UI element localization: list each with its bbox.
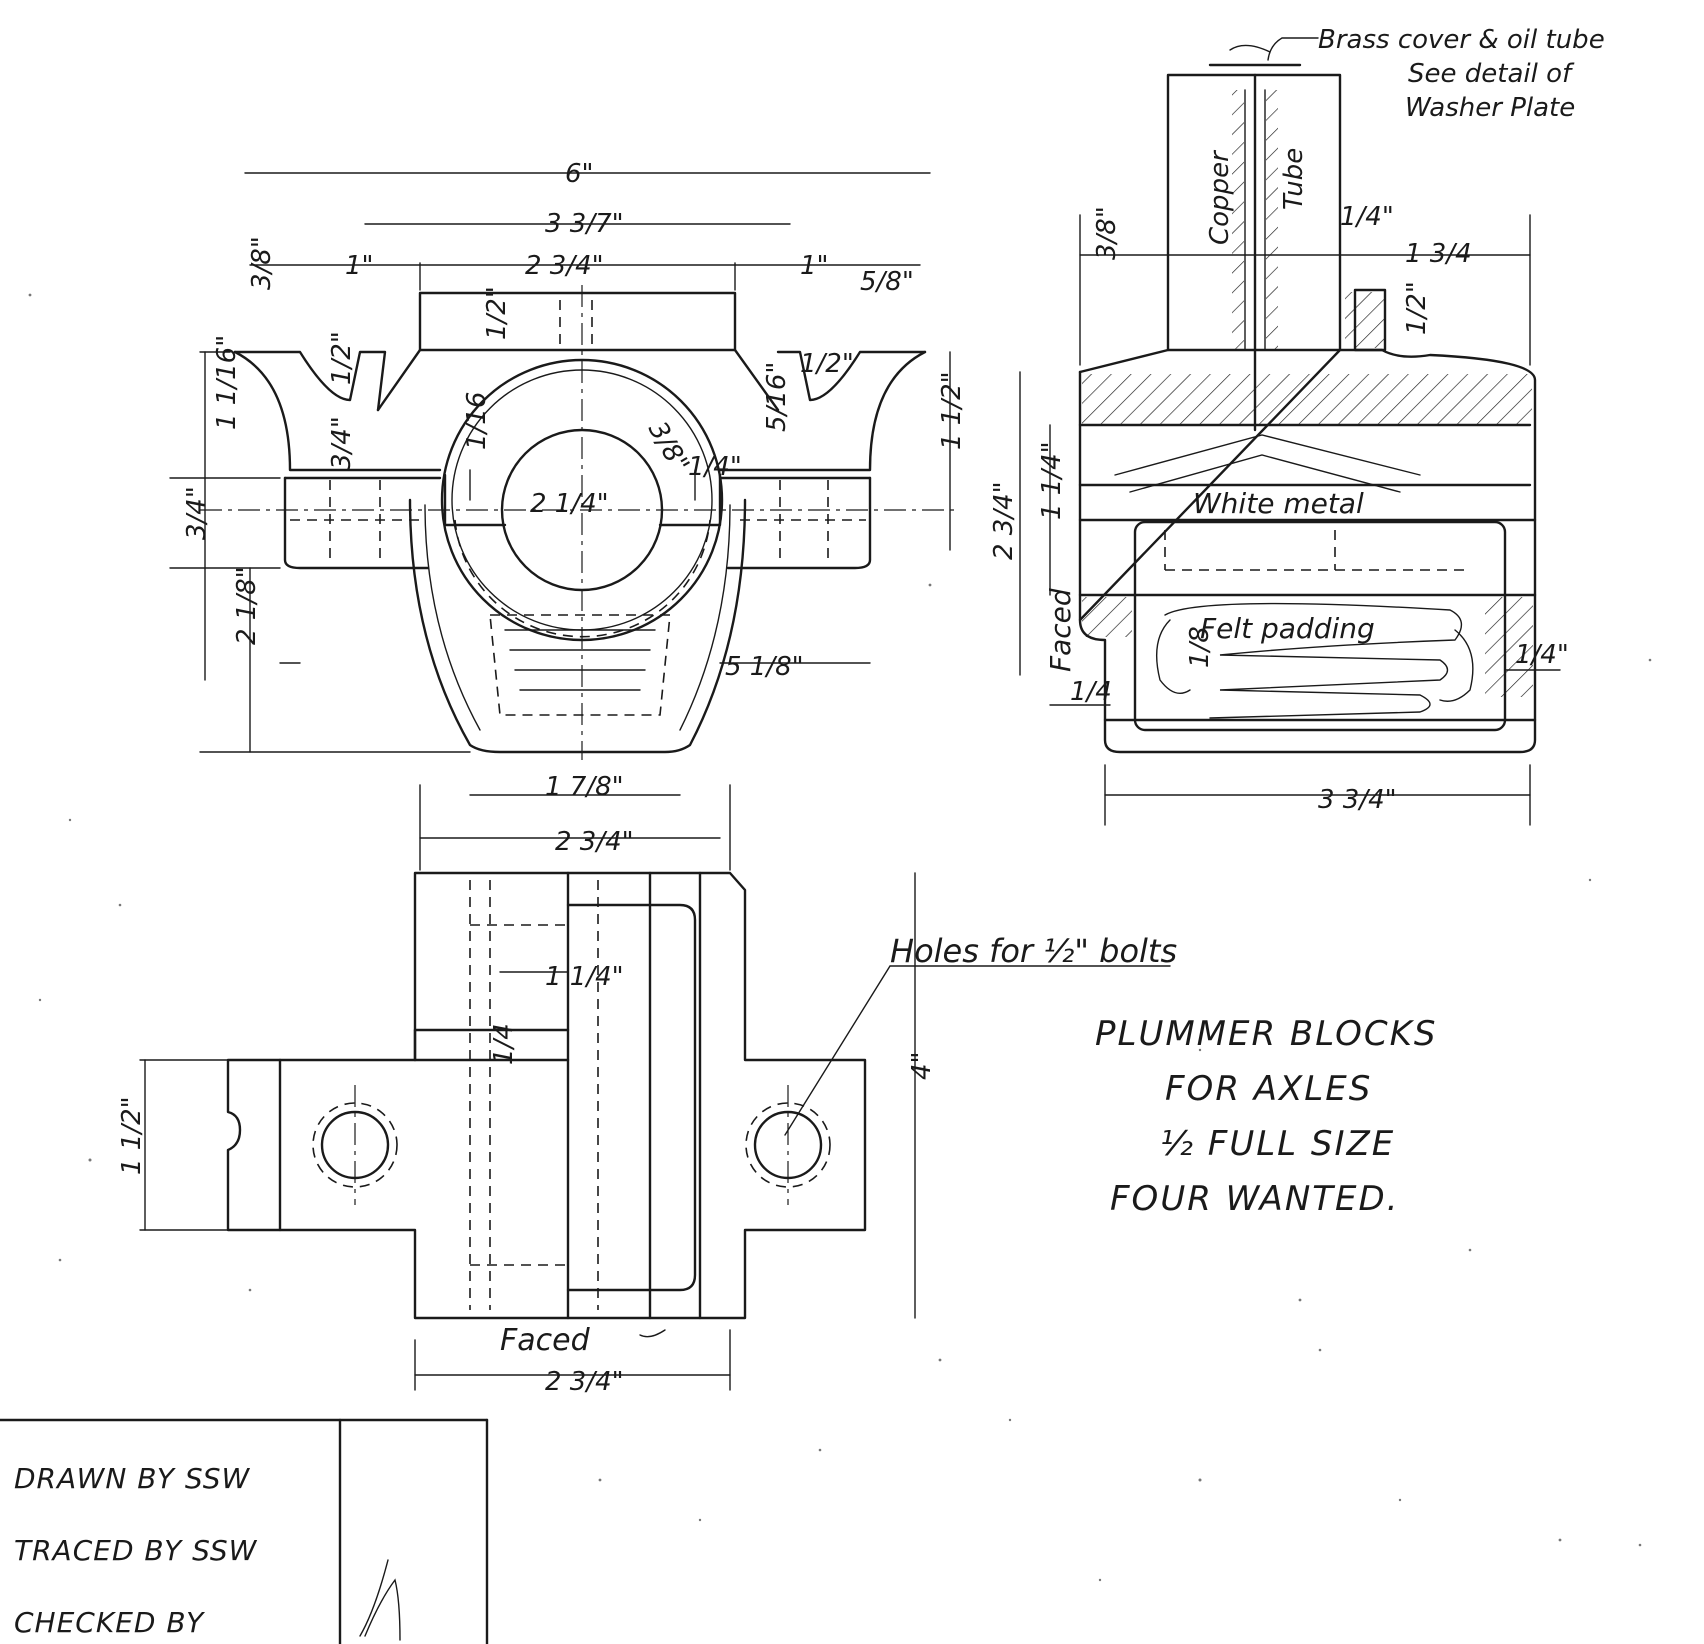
dim-front-left-flange: 1" bbox=[345, 251, 374, 281]
dim-front-right-tiny: 1/4" bbox=[688, 452, 742, 482]
dim-front-cap-height: 1/2" bbox=[482, 286, 512, 340]
traced-by: TRACED BY SSW bbox=[14, 1534, 258, 1567]
dim-front-left-small: 3/8" bbox=[247, 236, 277, 290]
dim-side-right-top: 1 3/4 bbox=[1405, 239, 1472, 269]
tube-label: Tube bbox=[1279, 148, 1309, 210]
dim-plan-height: 4" bbox=[907, 1051, 937, 1080]
felt-padding-label: Felt padding bbox=[1200, 612, 1375, 645]
bottom-faced-label: Faced bbox=[500, 1323, 591, 1358]
dim-front-left-step: 1/2" bbox=[327, 331, 357, 385]
dim-front-right-small: 5/8" bbox=[860, 267, 914, 297]
front-elevation-view bbox=[169, 172, 960, 871]
dim-side-tube-width: 1/4" bbox=[1340, 202, 1394, 232]
dim-side-left-height2: 1 1/4" bbox=[1037, 441, 1067, 520]
dim-front-base-span: 3 3/7" bbox=[545, 209, 624, 239]
copper-label: Copper bbox=[1205, 149, 1235, 245]
drawn-by: DRAWN BY SSW bbox=[14, 1462, 250, 1495]
dim-plan-bottom: 2 3/4" bbox=[545, 1367, 624, 1397]
brass-cover-note: Brass cover & oil tube bbox=[1318, 25, 1605, 55]
washer-plate-note: Washer Plate bbox=[1405, 93, 1575, 123]
dim-front-right-flange: 1" bbox=[800, 251, 829, 281]
dim-front-left-h2: 3/4" bbox=[182, 486, 212, 540]
drawing-scale: ½ FULL SIZE bbox=[1160, 1124, 1395, 1164]
dim-plan-top: 2 3/4" bbox=[555, 827, 634, 857]
dim-front-right-height: 1 1/2" bbox=[937, 371, 967, 450]
dim-front-left-h3: 2 1/8" bbox=[232, 566, 262, 645]
dim-housing-depth: 5 1/8" bbox=[725, 652, 804, 682]
dim-front-overall: 6" bbox=[565, 159, 594, 189]
dim-side-left-height: 2 3/4" bbox=[989, 481, 1019, 560]
side-faced-label: Faced bbox=[1044, 588, 1077, 672]
white-metal-label: White metal bbox=[1193, 487, 1364, 520]
checked-by: CHECKED BY bbox=[14, 1606, 205, 1639]
signature-block-frame bbox=[0, 1418, 489, 1644]
dim-front-top-width: 2 3/4" bbox=[525, 251, 604, 281]
dim-plan-flange-height: 1 1/2" bbox=[117, 1096, 147, 1175]
dim-front-right-step: 1/2" bbox=[800, 349, 854, 379]
see-detail-note: See detail of bbox=[1408, 59, 1575, 89]
dim-housing-bottom: 1 7/8" bbox=[545, 772, 624, 802]
dim-side-width: 3 3/4" bbox=[1318, 785, 1397, 815]
side-elevation-view bbox=[1019, 37, 1561, 826]
dim-side-left-top: 3/8" bbox=[1092, 206, 1122, 260]
dim-front-right-step2: 5/16" bbox=[762, 362, 792, 432]
dim-shell-inner: 1/16 bbox=[462, 392, 492, 450]
dim-side-cap-height: 1/2" bbox=[1402, 281, 1432, 335]
dim-side-felt: 1/8 bbox=[1185, 626, 1215, 668]
dim-side-bottom-small: 1/4 bbox=[1070, 677, 1112, 707]
drawing-quantity: FOUR WANTED. bbox=[1110, 1179, 1400, 1219]
drawing-title-line2: FOR AXLES bbox=[1165, 1069, 1372, 1109]
dim-side-right-small: 1/4" bbox=[1515, 640, 1569, 670]
plan-view bbox=[139, 871, 1171, 1391]
scan-noise bbox=[28, 293, 1652, 1582]
dim-plan-small: 1/4 bbox=[489, 1023, 519, 1065]
dim-front-left-step2: 3/4" bbox=[327, 416, 357, 470]
drawing-title-line1: PLUMMER BLOCKS bbox=[1095, 1014, 1438, 1054]
dim-front-left-h1: 1 1/16" bbox=[212, 335, 242, 430]
bolt-holes-label: Holes for ½" bolts bbox=[890, 932, 1177, 970]
dim-bore: 2 1/4" bbox=[530, 489, 609, 519]
dim-plan-inner: 1 1/4" bbox=[545, 962, 624, 992]
